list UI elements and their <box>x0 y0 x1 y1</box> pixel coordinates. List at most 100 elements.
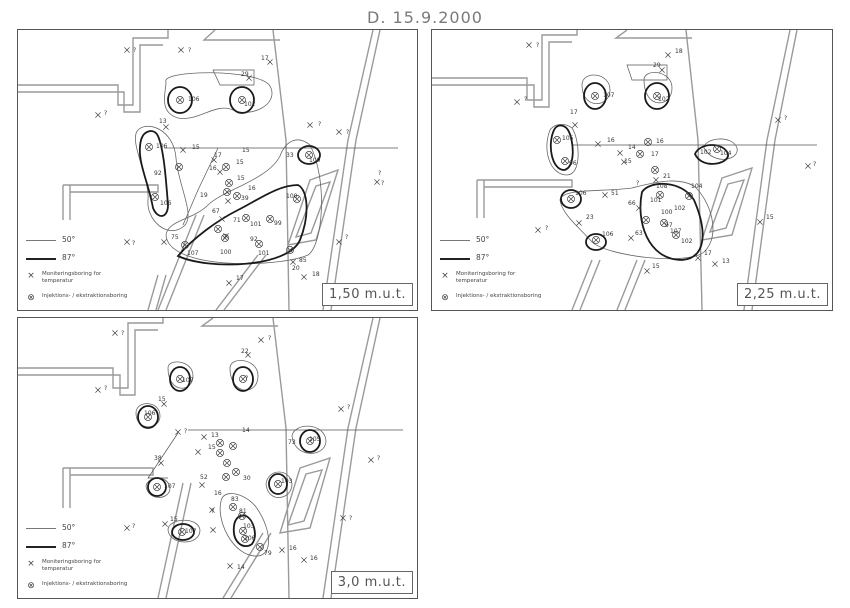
legend-thick-label: 87° <box>62 541 76 550</box>
monitor-boring-marker <box>576 220 582 226</box>
boring-value-label: 17 <box>214 152 222 159</box>
inject-boring-marker <box>175 163 183 171</box>
boring-value-label: ? <box>268 335 271 342</box>
inject-boring-marker <box>685 192 693 200</box>
monitor-boring-marker <box>307 122 313 128</box>
inject-boring-marker <box>306 437 314 445</box>
monitor-boring-marker <box>180 147 186 153</box>
inject-boring-marker <box>660 219 668 227</box>
boring-value-label: 75 <box>171 234 179 241</box>
monitor-boring-marker <box>636 205 642 211</box>
monitor-boring-marker <box>217 169 223 175</box>
boring-value-label: 17 <box>236 275 244 282</box>
inject-boring-marker <box>178 528 186 536</box>
legend-thin-line <box>26 528 56 529</box>
monitor-boring-marker <box>595 141 601 147</box>
boring-value-label: 14 <box>237 564 245 571</box>
boring-value-label: ? <box>121 330 124 337</box>
monitor-boring-marker <box>805 163 811 169</box>
boring-value-label: 30 <box>243 475 251 482</box>
monitor-boring-marker <box>162 521 168 527</box>
boring-value-label: 18 <box>312 271 320 278</box>
inject-boring-marker <box>233 192 241 200</box>
boring-value-label: 14 <box>242 427 250 434</box>
boring-value-label: 15 <box>192 144 200 151</box>
boring-value-label: 17 <box>704 250 712 257</box>
boring-value-label: 103 <box>243 523 255 530</box>
boring-value-label: 13 <box>211 432 219 439</box>
monitor-boring-marker <box>112 330 118 336</box>
boring-value-label: ? <box>381 180 384 187</box>
boring-value-label: 102 <box>658 96 670 103</box>
boring-value-label: ? <box>636 180 639 187</box>
boring-value-label: 100 <box>309 157 321 164</box>
boring-value-label: 16 <box>209 165 217 172</box>
monitor-boring-marker <box>775 117 781 123</box>
boring-value-label: 22 <box>241 348 249 355</box>
boring-value-label: 107 <box>185 528 197 535</box>
inject-boring-marker <box>553 136 561 144</box>
monitor-boring-marker <box>340 515 346 521</box>
boring-value-label: 71 <box>233 217 241 224</box>
monitor-boring-marker <box>644 268 650 274</box>
boring-value-label: 18 <box>675 48 683 55</box>
inject-boring-marker <box>592 236 600 244</box>
legend-monitor-label: Moniteringsboring for temperatur <box>42 271 102 284</box>
legend-thin-line <box>26 240 56 241</box>
boring-value-label: 100 <box>661 209 673 216</box>
boring-value-label: 16 <box>248 185 256 192</box>
monitor-boring-icon: × <box>27 559 35 569</box>
legend-inject-label: Injektions- / ekstraktionsboring <box>456 293 542 299</box>
boring-value-label: 20 <box>292 265 300 272</box>
boring-value-label: ? <box>524 96 527 103</box>
monitor-boring-marker <box>225 198 231 204</box>
monitor-boring-marker <box>219 216 225 222</box>
boring-value-label: ? <box>132 523 135 530</box>
boring-value-label: 85 <box>299 257 307 264</box>
legend-thick-line <box>440 258 470 260</box>
boring-value-label: ? <box>536 42 539 49</box>
boring-value-label: ? <box>378 170 381 177</box>
boring-value-label: 16 <box>656 138 664 145</box>
boring-value-label: 15 <box>624 158 632 165</box>
inject-boring-marker <box>214 225 222 233</box>
inject-boring-marker <box>266 215 274 223</box>
inject-boring-marker <box>239 375 247 383</box>
monitor-boring-marker <box>161 401 167 407</box>
inject-boring-marker <box>222 163 230 171</box>
boring-value-label: ? <box>245 375 248 382</box>
monitor-boring-marker <box>124 239 130 245</box>
boring-value-label: 83 <box>231 496 239 503</box>
boring-value-label: ? <box>545 225 548 232</box>
inject-boring-marker <box>305 151 313 159</box>
monitor-boring-marker <box>227 563 233 569</box>
legend-inject-label: Injektions- / ekstraktionsboring <box>42 581 128 587</box>
monitor-boring-marker <box>338 406 344 412</box>
legend-thin-label: 50° <box>62 523 76 532</box>
drawing-title: D. 15.9.2000 <box>367 8 483 27</box>
inject-boring-marker <box>567 195 575 203</box>
inject-boring-marker <box>672 231 680 239</box>
boring-value-label: ? <box>133 47 136 54</box>
monitor-boring-marker <box>301 557 307 563</box>
boring-value-label: 101 <box>650 197 662 204</box>
inject-boring-marker <box>242 214 250 222</box>
boring-value-label: 15 <box>236 159 244 166</box>
boring-value-label: 15 <box>237 175 245 182</box>
inject-boring-marker <box>238 512 246 520</box>
inject-boring-marker <box>286 246 294 254</box>
boring-value-label: 51 <box>611 190 619 197</box>
inject-boring-marker <box>239 527 247 535</box>
boring-value-label: 102 <box>244 101 256 108</box>
monitor-boring-marker <box>621 159 627 165</box>
boring-value-label: 96 <box>569 160 577 167</box>
legend-thin-label: 50° <box>62 235 76 244</box>
boring-value-label: 92 <box>154 170 162 177</box>
boring-value-label: 102 <box>700 149 712 156</box>
monitor-boring-marker <box>95 387 101 393</box>
inject-boring-marker <box>221 234 229 242</box>
boring-value-label: 107 <box>182 377 194 384</box>
